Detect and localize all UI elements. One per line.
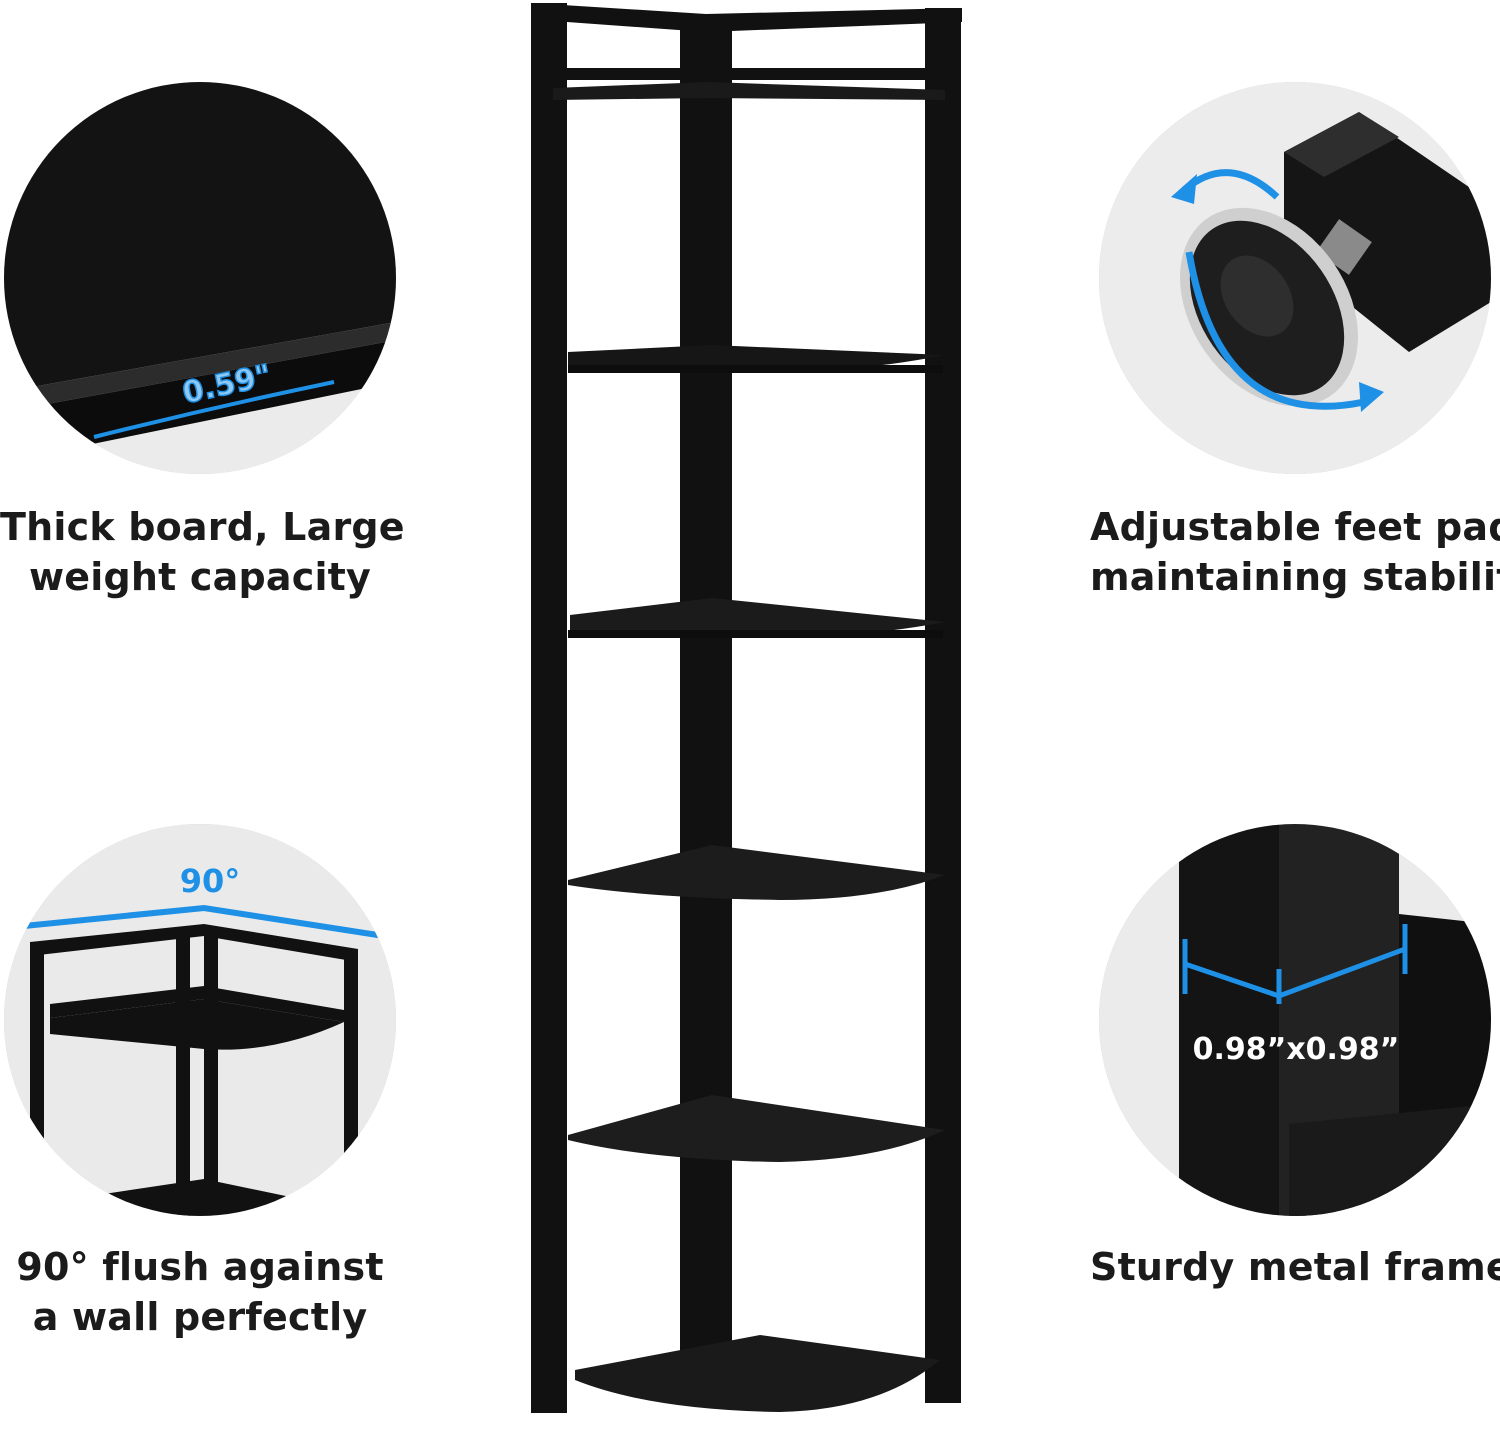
shelf-board-1 [553, 82, 945, 100]
thick-board-caption-line2: weight capacity [28, 555, 372, 599]
shelf-boards [553, 82, 945, 1412]
shelf-right-post [925, 8, 961, 1403]
adjustable-foot-icon [1099, 82, 1491, 474]
thick-board-detail: 0.59" [4, 82, 396, 474]
frame-size-label: 0.98”x0.98” [1193, 1032, 1400, 1067]
feet-pad-caption-line1: Adjustable feet pad [1090, 505, 1500, 549]
metal-frame-caption-line1: Sturdy metal frame [1090, 1245, 1500, 1289]
flush-wall-detail: 90° [4, 824, 396, 1216]
flush-wall-caption-line1: 90° flush against [16, 1245, 384, 1289]
frame-tube-icon: 0.98”x0.98” [1099, 824, 1491, 1216]
angle-label: 90° [180, 862, 241, 900]
board-thickness-icon: 0.59" [4, 82, 396, 474]
thick-board-caption: Thick board, Large weight capacity [0, 502, 405, 602]
shelf-board-3 [570, 598, 945, 637]
shelf-top-rail-left [531, 3, 706, 32]
shelf-board-2 [568, 345, 945, 371]
metal-frame-detail: 0.98”x0.98” [1099, 824, 1491, 1216]
corner-angle-icon: 90° [4, 824, 396, 1216]
shelf-back-post [680, 22, 732, 1392]
shelf-board-4 [568, 845, 945, 900]
flush-wall-caption: 90° flush against a wall perfectly [0, 1242, 400, 1342]
shelf-board-5 [568, 1095, 945, 1162]
flush-wall-caption-line2: a wall perfectly [32, 1295, 368, 1339]
feet-pad-caption: Adjustable feet pad maintaining stabilit… [1090, 502, 1500, 602]
shelf-left-post [531, 3, 567, 1413]
thick-board-caption-line1: Thick board, Large [0, 505, 405, 549]
metal-frame-caption: Sturdy metal frame [1090, 1242, 1500, 1292]
shelf-top-rail-right [706, 8, 962, 32]
feet-pad-caption-line2: maintaining stability [1090, 555, 1500, 599]
feet-pad-detail [1099, 82, 1491, 474]
shelf-board-6 [575, 1335, 940, 1412]
